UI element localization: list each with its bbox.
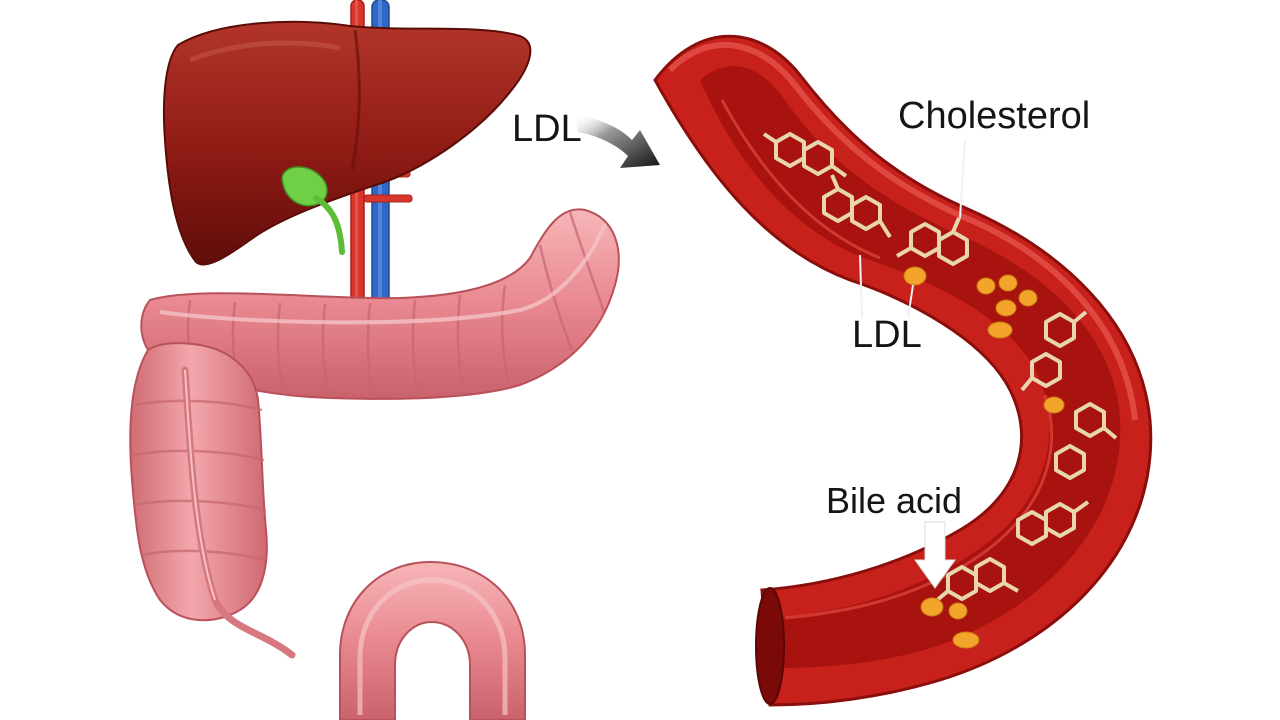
vessel-opening — [755, 587, 785, 705]
bile-acid-pointer — [914, 521, 956, 589]
ldl-leader — [859, 254, 863, 319]
cholesterol-label: Cholesterol — [898, 95, 1091, 137]
small-intestine-loop — [339, 560, 526, 720]
ldl-particle — [987, 321, 1013, 339]
ldl-particle — [903, 266, 927, 286]
ldl-label-inside: LDL — [852, 314, 922, 356]
ldl-particle — [920, 597, 944, 617]
ldl-particle — [1043, 396, 1065, 414]
ldl-particles — [903, 266, 1065, 649]
leader-lines — [859, 139, 966, 319]
vessel-lumen — [700, 66, 1121, 669]
large-intestine — [129, 208, 620, 659]
ldl-label: LDL — [512, 108, 582, 150]
ldl-particle — [948, 602, 968, 620]
ldl-leader — [907, 284, 914, 319]
bile-acid-label: Bile acid — [826, 480, 963, 521]
artery-branch — [363, 194, 413, 203]
cholesterol-molecules — [762, 132, 1118, 603]
gallbladder — [281, 166, 345, 255]
ldl-particle — [976, 277, 996, 295]
cholesterol-leader — [959, 139, 966, 219]
arrow-icon — [575, 115, 660, 168]
ldl-particle — [1018, 289, 1038, 307]
blood-vessel — [653, 34, 1153, 707]
liver — [162, 20, 532, 266]
ldl-particle — [995, 299, 1017, 317]
ldl-particle — [952, 631, 980, 649]
ldl-particle — [998, 274, 1018, 292]
